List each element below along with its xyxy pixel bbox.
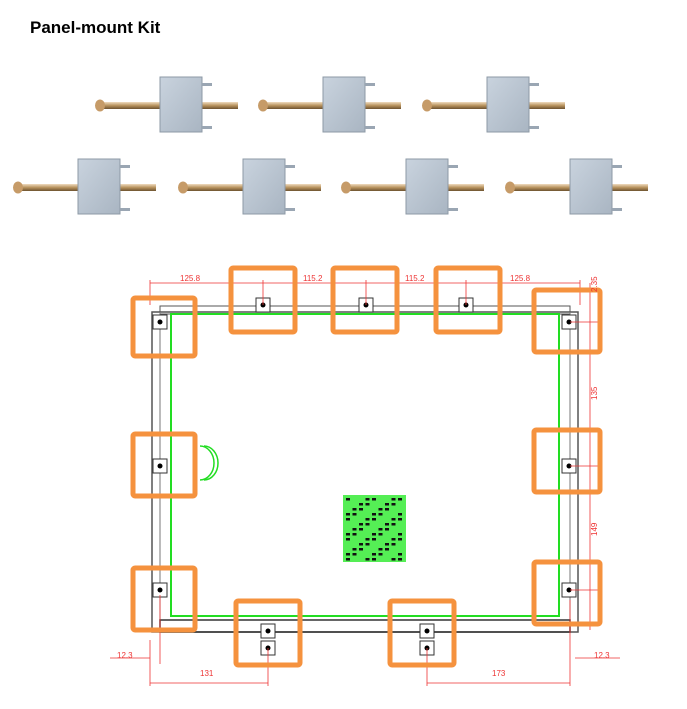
- dim-bottom-right: 173: [492, 669, 506, 678]
- mount-point: [152, 458, 168, 474]
- mount-point: [561, 582, 577, 598]
- mount-point: [152, 582, 168, 598]
- mount-highlight-box: [330, 265, 400, 335]
- mount-point: [260, 640, 276, 656]
- panel-mount-clamp: [258, 76, 401, 133]
- mount-highlight-box: [531, 427, 603, 495]
- panel-mount-clamp: [95, 76, 238, 133]
- dim-top-3: 115.2: [405, 274, 425, 283]
- mount-highlight-box: [130, 295, 198, 359]
- mount-point: [561, 314, 577, 330]
- mount-point: [419, 623, 435, 639]
- dim-top-4: 125.8: [510, 274, 531, 283]
- panel-mount-clamp: [178, 158, 321, 215]
- panel-mount-clamp: [341, 158, 484, 215]
- mount-point: [260, 623, 276, 639]
- center-pattern: [343, 495, 406, 562]
- dim-top-2: 115.2: [303, 274, 323, 283]
- dim-bottom-left: 131: [200, 669, 214, 678]
- mount-point: [458, 297, 474, 313]
- mount-highlight-box: [387, 598, 457, 668]
- mount-point: [152, 314, 168, 330]
- dim-right-1: 2.35: [590, 276, 599, 292]
- display-outline: [170, 313, 560, 617]
- page-title: Panel-mount Kit: [30, 18, 161, 37]
- mount-highlight-box: [130, 565, 198, 633]
- panel-mount-clamp: [13, 158, 156, 215]
- dim-bottom-right-offset: 12.3: [594, 651, 610, 660]
- panel-mount-clamp: [422, 76, 565, 133]
- mount-point: [255, 297, 271, 313]
- mount-highlight-box: [130, 431, 198, 499]
- mount-point: [419, 640, 435, 656]
- panel-frame: [151, 305, 579, 633]
- mount-point: [358, 297, 374, 313]
- mount-highlight-box: [531, 559, 603, 627]
- dim-bottom-left-offset: 12.3: [117, 651, 133, 660]
- mount-highlight-box: [531, 287, 603, 355]
- panel-mount-kit-photo: [13, 76, 648, 215]
- mount-highlight-box: [433, 265, 503, 335]
- dim-right-3: 149: [590, 522, 599, 536]
- mount-point: [561, 458, 577, 474]
- dim-right-2: 135: [590, 386, 599, 400]
- panel-mount-clamp: [505, 158, 648, 215]
- mount-highlight-box: [228, 265, 298, 335]
- dim-top-1: 125.8: [180, 274, 201, 283]
- mount-highlight-box: [233, 598, 303, 668]
